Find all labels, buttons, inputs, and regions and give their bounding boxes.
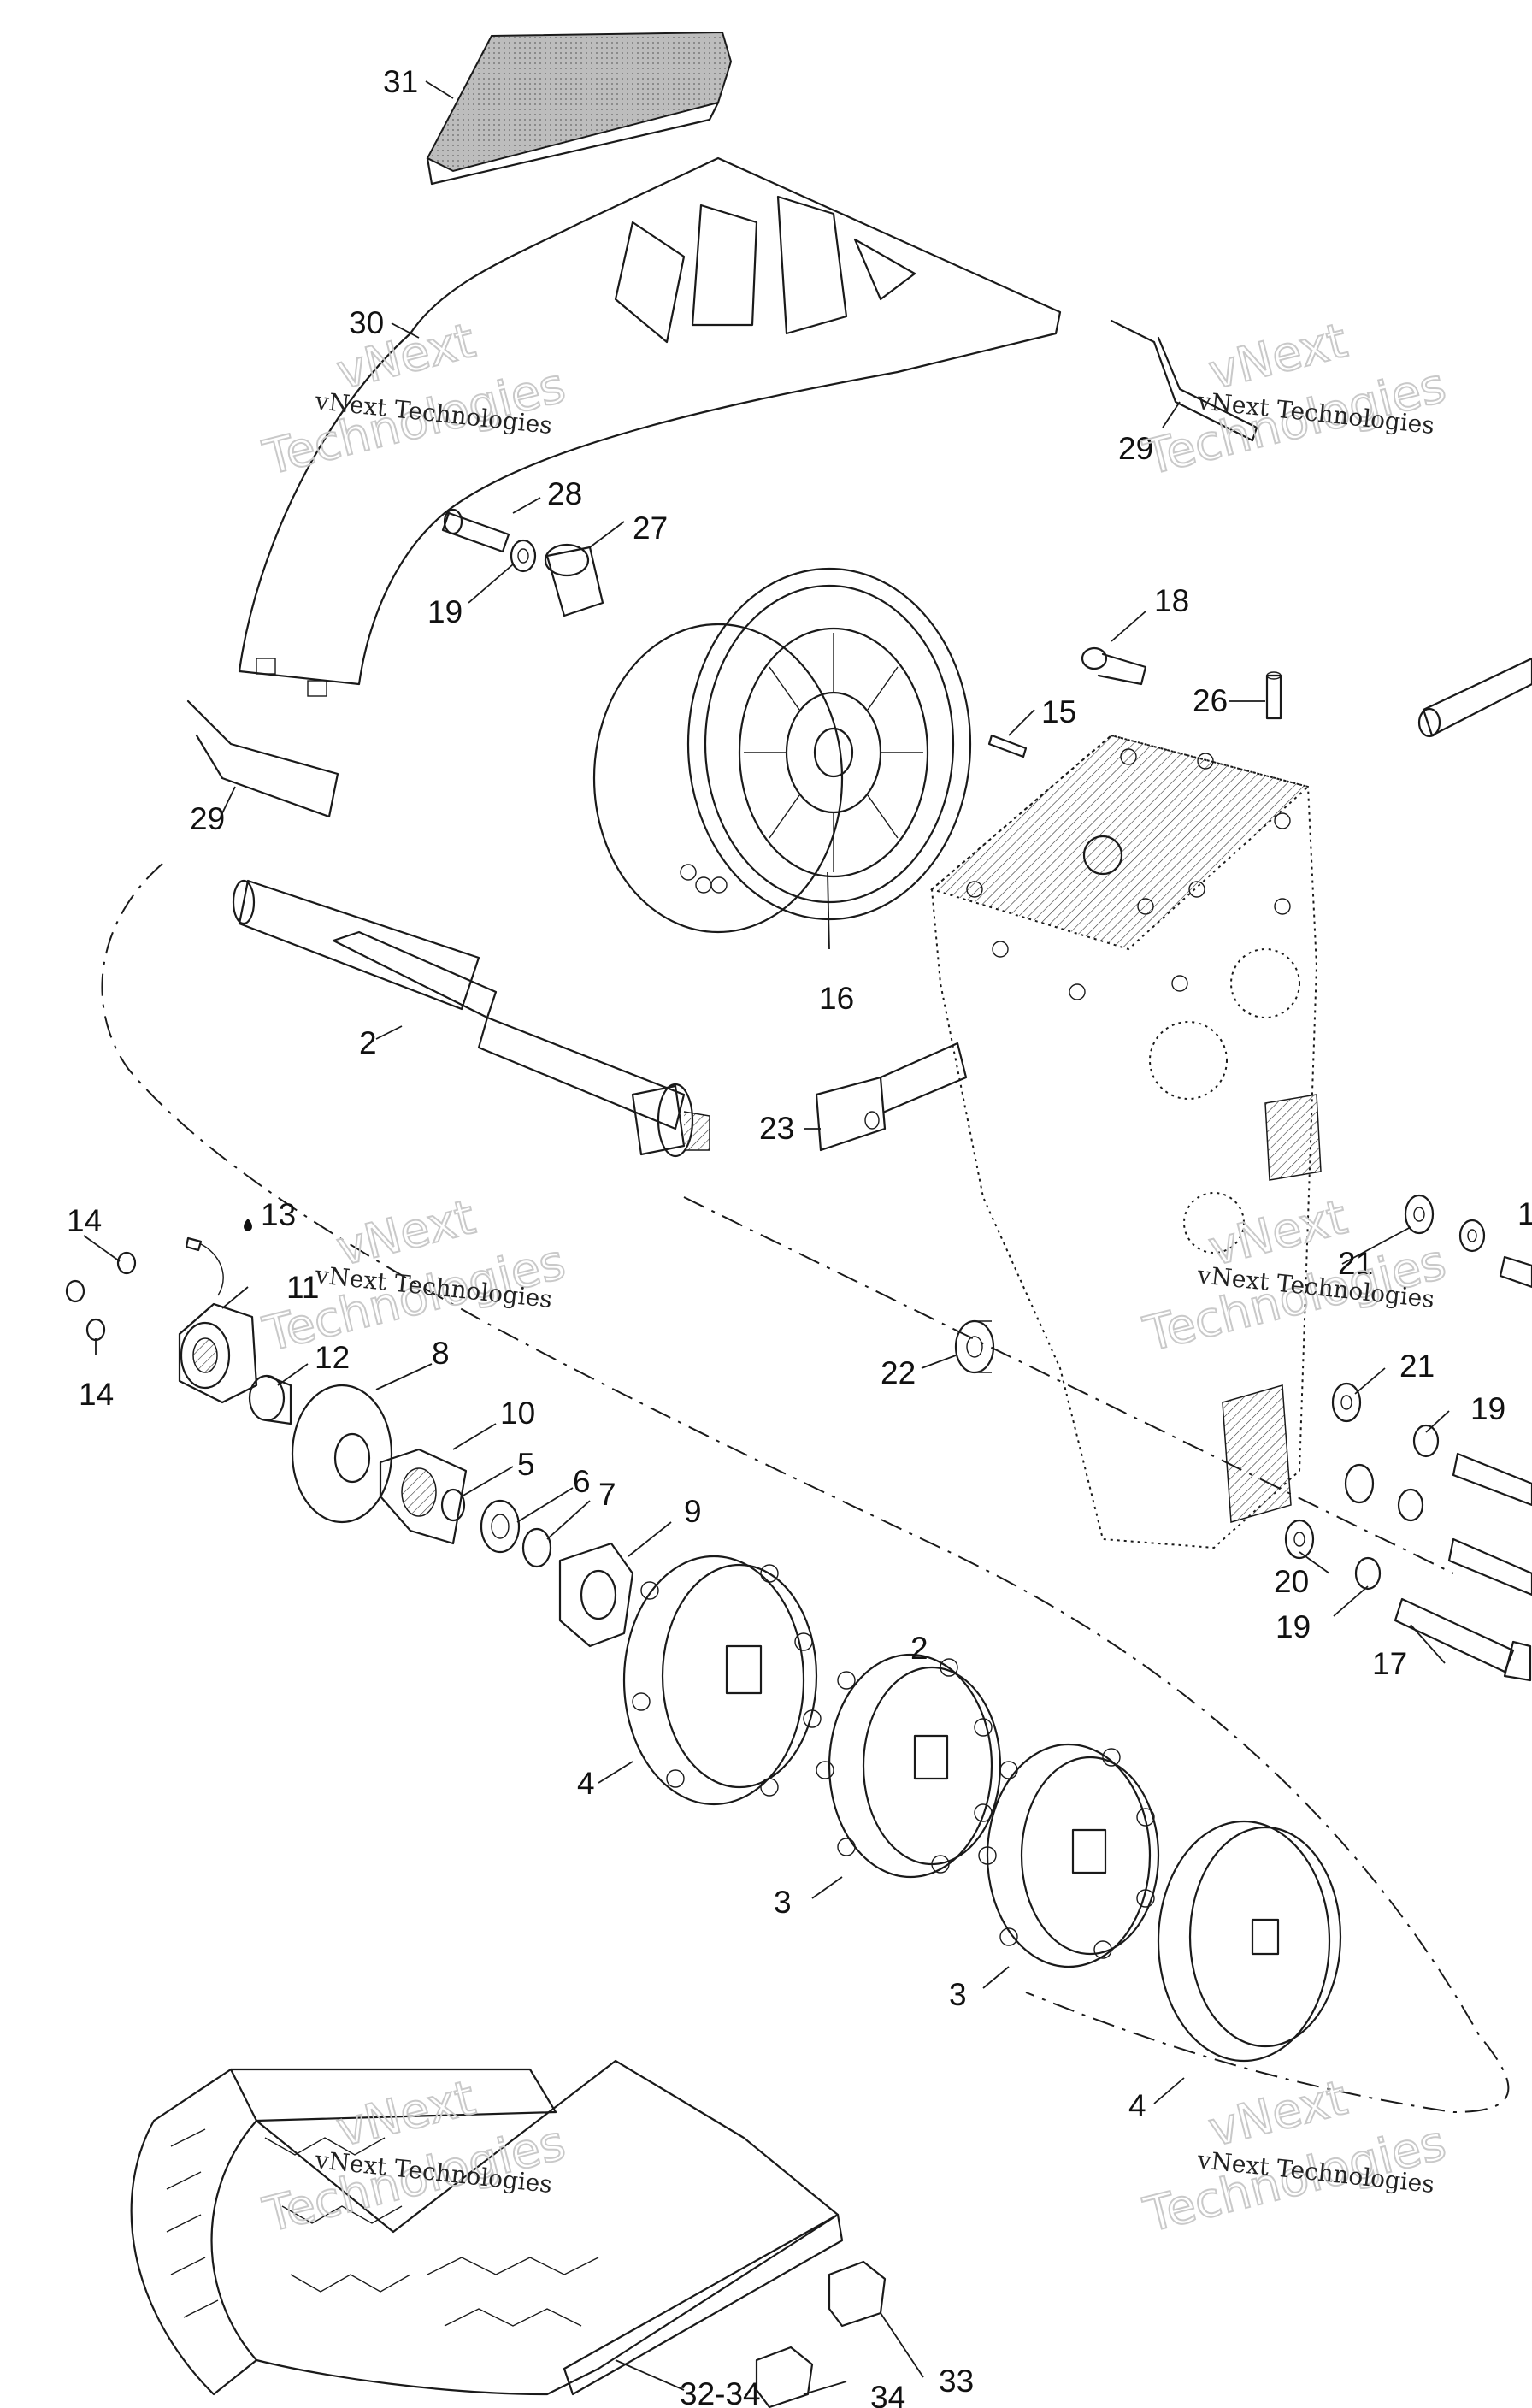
gearbox-housing	[929, 734, 1322, 1549]
part-3-sprocket-middle	[816, 1653, 1002, 1879]
callout-labels: 31 30 29 29 28 27 19 18 15 26 16 2 23 14…	[67, 64, 1532, 2408]
callout-11: 11	[286, 1270, 319, 1305]
part-19-washer-top	[510, 539, 537, 573]
watermark-middle-right: vNext Technologies vNext Technologies	[1138, 1189, 1452, 1364]
callout-5: 5	[517, 1447, 535, 1482]
callout-23: 23	[759, 1111, 794, 1146]
part-5-seal	[440, 1488, 466, 1522]
callout-19-bottom: 19	[1276, 1609, 1311, 1644]
callout-10: 10	[500, 1396, 535, 1431]
leader-lines	[83, 80, 1450, 2395]
part-22-spacer	[954, 1319, 995, 1374]
part-4-wheel-right	[1157, 1820, 1342, 2063]
callout-29-left: 29	[190, 801, 225, 836]
callout-17: 17	[1372, 1646, 1407, 1681]
part-6-bearing	[480, 1499, 521, 1554]
part-1-bolt-top	[1499, 1255, 1532, 1289]
part-19-washer-d	[1354, 1556, 1382, 1591]
callout-28: 28	[547, 476, 582, 511]
part-2-axle	[232, 879, 710, 1158]
part-15-key	[987, 734, 1028, 758]
callout-2-axle: 2	[359, 1025, 377, 1060]
track-path-outline	[101, 863, 1510, 2114]
callout-6: 6	[573, 1464, 591, 1499]
callout-21-middle: 21	[1399, 1349, 1435, 1384]
part-30-cover	[238, 156, 1062, 697]
part-17-bolt-a	[1394, 1597, 1532, 1682]
part-19-washer-b	[1412, 1424, 1440, 1458]
part-7-ring	[521, 1527, 552, 1568]
part-17-bolt-b	[1452, 1452, 1532, 1507]
part-13-grease-fitting	[185, 1219, 252, 1296]
part-14-nut-a	[116, 1251, 137, 1275]
callout-30: 30	[349, 305, 384, 340]
part-8-plate	[291, 1384, 393, 1524]
part-14-nut-b	[65, 1279, 85, 1303]
part-9-plate	[558, 1542, 634, 1648]
callout-15: 15	[1041, 694, 1076, 729]
watermark-bottom-right: vNext Technologies vNext Technologies	[1138, 2069, 1452, 2245]
callout-27: 27	[633, 511, 668, 546]
part-27-spacer	[544, 543, 604, 617]
callout-29-right: 29	[1118, 431, 1153, 466]
callout-2-sprocket: 2	[910, 1631, 928, 1666]
watermark-top-left: vNext Technologies vNext Technologies	[257, 312, 572, 487]
part-14-nut-c	[85, 1318, 106, 1342]
callout-31: 31	[383, 64, 418, 99]
part-12-bearing	[248, 1374, 292, 1425]
part-shaft-top-right	[1417, 657, 1532, 738]
callout-18: 18	[1154, 583, 1189, 618]
part-10-gasket	[379, 1448, 468, 1545]
part-33-slider-clip	[828, 2260, 887, 2328]
callout-32-34: 32-34	[680, 2376, 761, 2408]
callout-1-partial: 1	[1517, 1196, 1532, 1231]
callout-21-top: 21	[1338, 1246, 1373, 1281]
part-28-bolt	[441, 508, 510, 553]
axis-centerline	[683, 1196, 1454, 1574]
watermark-top-right: vNext Technologies vNext Technologies	[1138, 312, 1452, 487]
callout-14-top: 14	[67, 1203, 102, 1238]
watermark-bottom-left: vNext Technologies vNext Technologies	[257, 2069, 572, 2245]
callout-26: 26	[1193, 683, 1228, 718]
part-34-slider-clip	[755, 2346, 814, 2408]
part-32-track	[130, 2059, 844, 2396]
part-29-clip-left	[186, 699, 339, 818]
callout-33: 33	[939, 2364, 974, 2399]
callout-3-right: 3	[949, 1977, 967, 2012]
callout-3-middle: 3	[774, 1885, 792, 1920]
callout-12: 12	[315, 1340, 350, 1375]
part-19-washer-c	[1397, 1488, 1424, 1522]
part-26-pin	[1265, 671, 1282, 720]
callout-4-right: 4	[1128, 2088, 1146, 2123]
part-19-washer-a	[1458, 1219, 1486, 1253]
part-3-sprocket-right	[978, 1743, 1160, 1968]
part-23-block	[815, 1042, 968, 1152]
callout-16: 16	[819, 981, 854, 1016]
callout-34: 34	[870, 2380, 905, 2408]
callout-13: 13	[261, 1197, 296, 1232]
part-4-sprocket-left	[622, 1555, 822, 1806]
callout-22: 22	[881, 1355, 916, 1390]
callout-8: 8	[432, 1336, 450, 1371]
callout-7: 7	[598, 1477, 616, 1512]
part-20-washer	[1284, 1519, 1315, 1560]
part-29-clip-right	[1110, 319, 1258, 442]
callout-19-top: 19	[427, 594, 463, 629]
part-17-bolt-c	[1447, 1537, 1532, 1596]
part-11-flange	[178, 1302, 258, 1404]
part-21-washer-b	[1331, 1382, 1362, 1423]
callout-19-right: 19	[1470, 1391, 1505, 1426]
callout-9: 9	[684, 1494, 702, 1529]
callout-4-left: 4	[577, 1766, 595, 1801]
part-21-washer-c	[1344, 1463, 1375, 1504]
callout-20: 20	[1274, 1564, 1309, 1599]
part-31-pad	[426, 31, 733, 186]
part-21-washer-a	[1404, 1194, 1435, 1235]
callout-14-bottom: 14	[79, 1377, 114, 1412]
part-18-clip	[1081, 646, 1147, 686]
part-16-pulley	[592, 567, 972, 934]
